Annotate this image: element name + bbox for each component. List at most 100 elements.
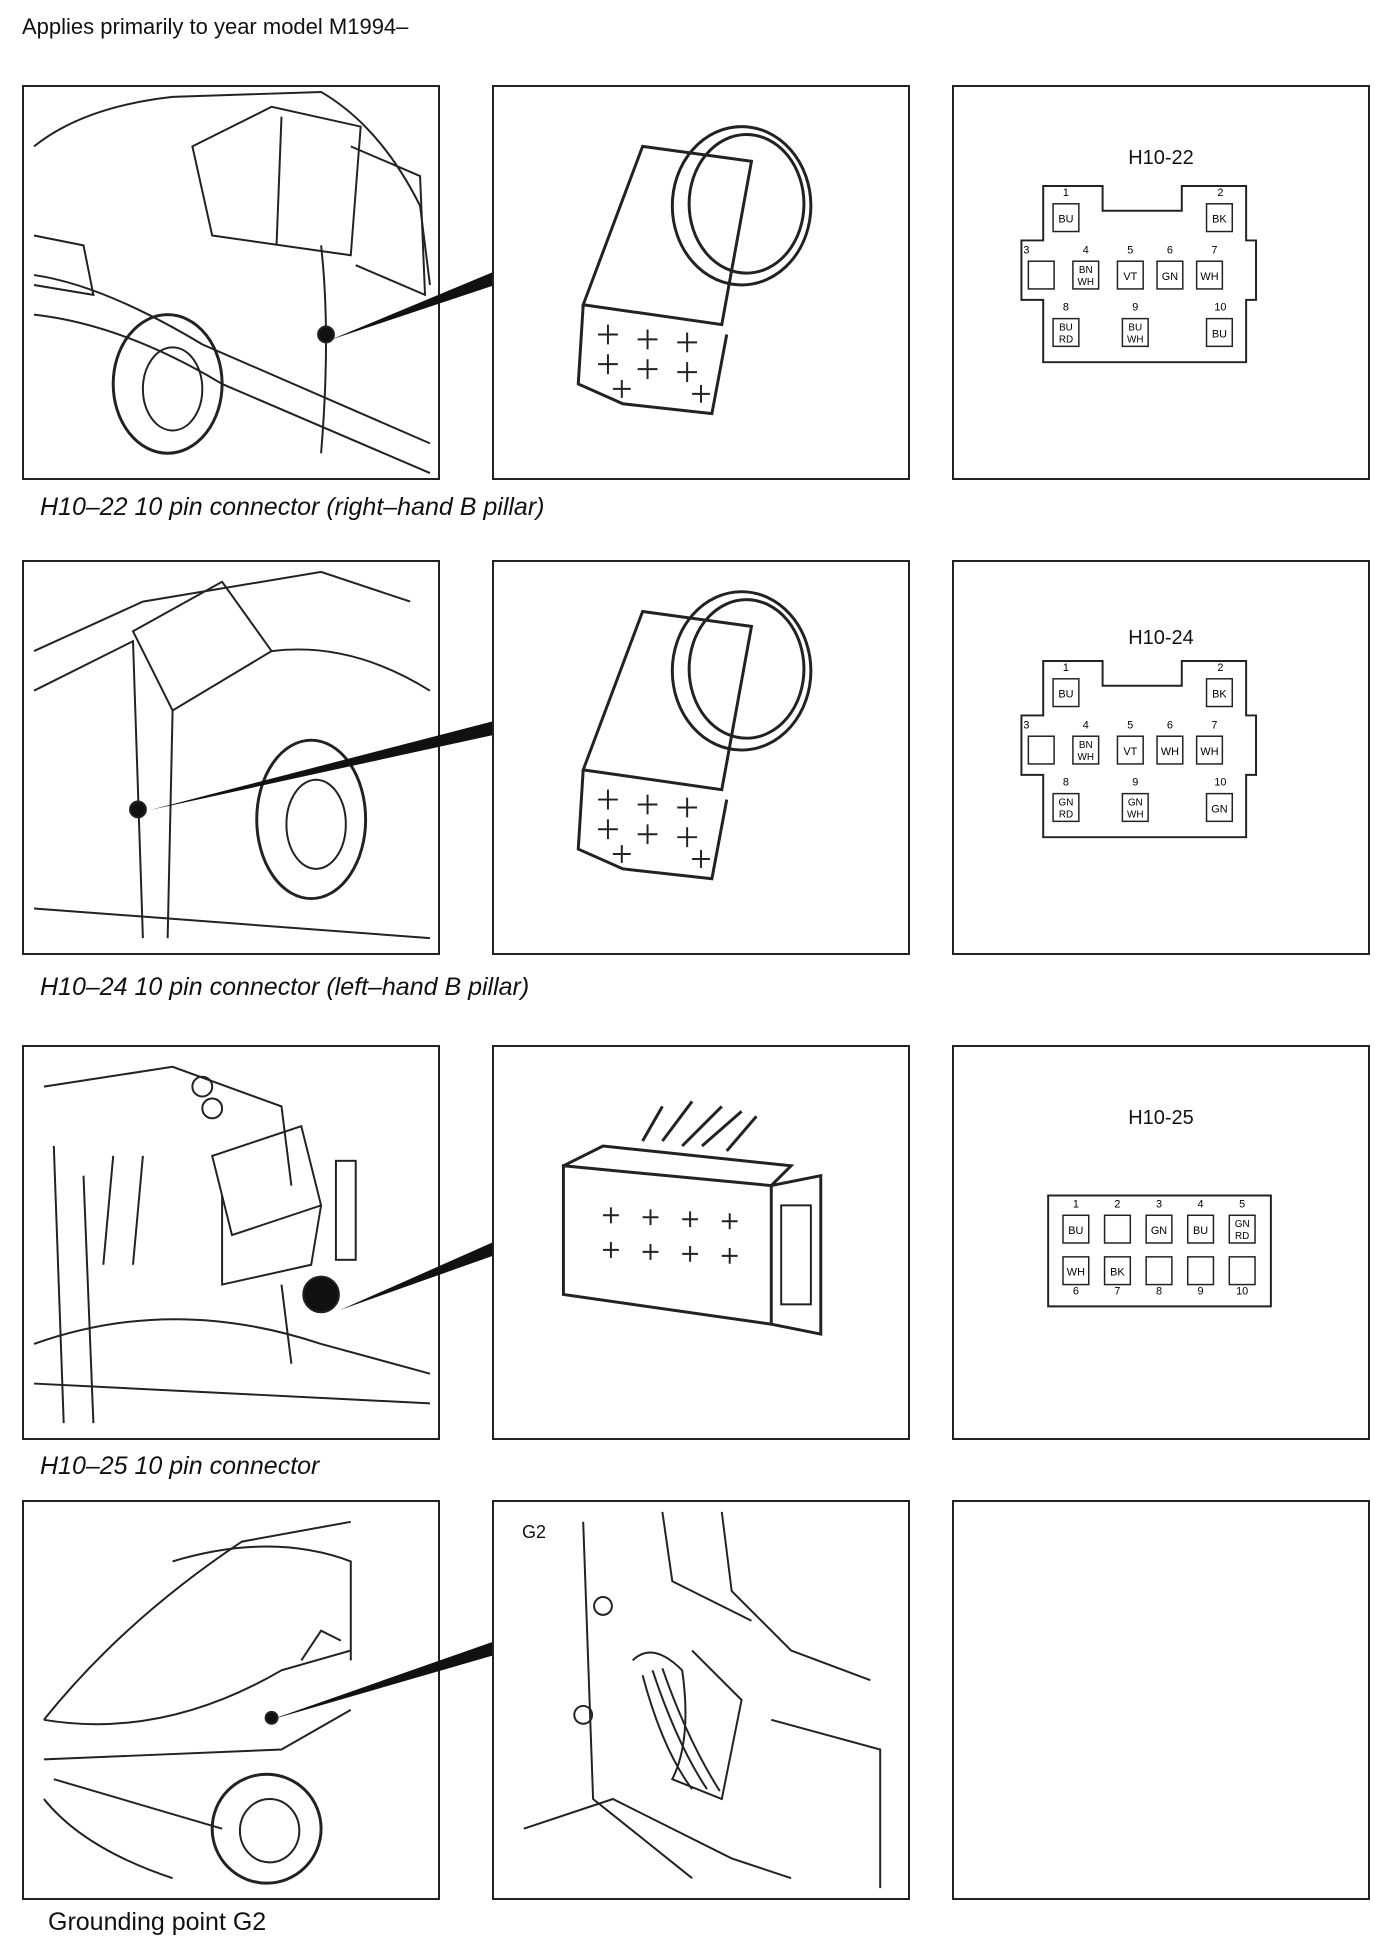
pin-cavity-1 xyxy=(1062,1214,1090,1244)
pointer-line-4 xyxy=(270,1640,498,1720)
pin-cavity-5 xyxy=(1116,260,1144,290)
wire-color: BK xyxy=(1212,689,1227,701)
pin-number: 3 xyxy=(1023,719,1029,731)
caption-h10-25: H10–25 10 pin connector xyxy=(40,1452,320,1480)
pointer-line-2 xyxy=(150,720,498,810)
pin-number: 5 xyxy=(1127,719,1133,731)
connector-illustration-h10-22 xyxy=(492,85,910,480)
g2-label: G2 xyxy=(522,1522,547,1542)
pin-cavity-10 xyxy=(1228,1256,1256,1286)
pin-number: 10 xyxy=(1236,1285,1248,1297)
connector-outline xyxy=(1047,1194,1272,1308)
pin-number: 8 xyxy=(1156,1285,1162,1297)
pin-cavity-9 xyxy=(1121,317,1149,348)
pin-number: 9 xyxy=(1132,777,1138,789)
pin-number: 2 xyxy=(1217,662,1223,674)
pin-number: 3 xyxy=(1023,244,1029,256)
wire-color: WH xyxy=(1200,746,1218,758)
pin-cavity-5 xyxy=(1116,735,1144,765)
wire-color: BK xyxy=(1110,1267,1125,1279)
connector-outline xyxy=(1020,184,1258,364)
empty-panel xyxy=(952,1500,1370,1900)
pin-number: 1 xyxy=(1063,662,1069,674)
pinout-title: H10-22 xyxy=(1128,147,1194,169)
wire-color: VT xyxy=(1123,271,1137,283)
pin-number: 9 xyxy=(1198,1285,1204,1297)
engine-bay-illustration xyxy=(22,1045,440,1440)
pin-cavity-6 xyxy=(1156,260,1184,290)
connector-illustration-h10-24 xyxy=(492,560,910,955)
ground-point-g2-illustration: G2 xyxy=(492,1500,910,1900)
wire-color: GN xyxy=(1162,271,1178,283)
pin-cavity-1 xyxy=(1052,678,1080,708)
wire-color: BU xyxy=(1058,689,1073,701)
pin-number: 10 xyxy=(1214,777,1226,789)
wire-color: RD xyxy=(1235,1231,1249,1242)
pin-cavity-9 xyxy=(1186,1256,1215,1286)
wire-color: BN xyxy=(1079,265,1093,276)
pin-cavity-3 xyxy=(1027,735,1055,765)
pin-cavity-10 xyxy=(1205,317,1234,348)
pointer-line-3 xyxy=(340,1240,498,1310)
car-front-illustration xyxy=(22,1500,440,1900)
pin-cavity-4 xyxy=(1072,260,1100,290)
pin-cavity-10 xyxy=(1205,792,1234,823)
pointer-line-1 xyxy=(330,270,498,340)
wire-color: BU xyxy=(1058,214,1073,226)
wire-color: BU xyxy=(1059,323,1073,334)
page-header: Applies primarily to year model M1994– xyxy=(22,14,409,39)
pin-number: 7 xyxy=(1114,1285,1120,1297)
wire-color: WH xyxy=(1078,752,1094,763)
wire-color: GN xyxy=(1235,1219,1250,1230)
pinout-title: H10-25 xyxy=(1128,1107,1194,1129)
pin-number: 4 xyxy=(1083,244,1089,256)
pin-number: 2 xyxy=(1217,187,1223,199)
pin-number: 7 xyxy=(1211,244,1217,256)
wire-color: RD xyxy=(1059,809,1073,820)
pin-number: 4 xyxy=(1083,719,1089,731)
pin-cavity-1 xyxy=(1052,203,1080,233)
wire-color: BU xyxy=(1212,328,1227,340)
pin-number: 5 xyxy=(1239,1198,1245,1210)
wire-color: WH xyxy=(1078,277,1094,288)
wire-color: WH xyxy=(1161,746,1179,758)
pin-cavity-2 xyxy=(1103,1214,1132,1244)
wire-color: WH xyxy=(1067,1267,1085,1279)
pin-number: 1 xyxy=(1073,1198,1079,1210)
pin-cavity-9 xyxy=(1121,792,1149,823)
pin-number: 3 xyxy=(1156,1198,1162,1210)
pin-number: 6 xyxy=(1073,1285,1079,1297)
pinout-title: H10-24 xyxy=(1128,627,1194,649)
wire-color: VT xyxy=(1123,746,1137,758)
car-illustration-rh-b-pillar xyxy=(22,85,440,480)
pin-number: 2 xyxy=(1114,1198,1120,1210)
wire-color: BN xyxy=(1079,740,1093,751)
pin-cavity-4 xyxy=(1186,1214,1215,1244)
wire-color: GN xyxy=(1128,798,1143,809)
connector-outline xyxy=(1020,659,1258,839)
pin-cavity-4 xyxy=(1072,735,1100,765)
wire-color: RD xyxy=(1059,334,1073,345)
pin-cavity-3 xyxy=(1145,1214,1173,1244)
wire-color: BK xyxy=(1212,214,1227,226)
pin-number: 8 xyxy=(1063,302,1069,314)
pin-cavity-5 xyxy=(1228,1214,1256,1244)
pin-number: 1 xyxy=(1063,187,1069,199)
wire-color: BU xyxy=(1128,323,1142,334)
wire-color: WH xyxy=(1127,809,1143,820)
pin-number: 4 xyxy=(1198,1198,1204,1210)
pin-number: 8 xyxy=(1063,777,1069,789)
pin-cavity-2 xyxy=(1205,678,1234,708)
pin-cavity-3 xyxy=(1027,260,1055,290)
pin-cavity-8 xyxy=(1145,1256,1173,1286)
wire-color: BU xyxy=(1068,1225,1083,1237)
pin-cavity-6 xyxy=(1062,1256,1090,1286)
caption-g2: Grounding point G2 xyxy=(48,1908,267,1936)
pin-cavity-7 xyxy=(1195,735,1224,765)
pin-cavity-7 xyxy=(1103,1256,1132,1286)
